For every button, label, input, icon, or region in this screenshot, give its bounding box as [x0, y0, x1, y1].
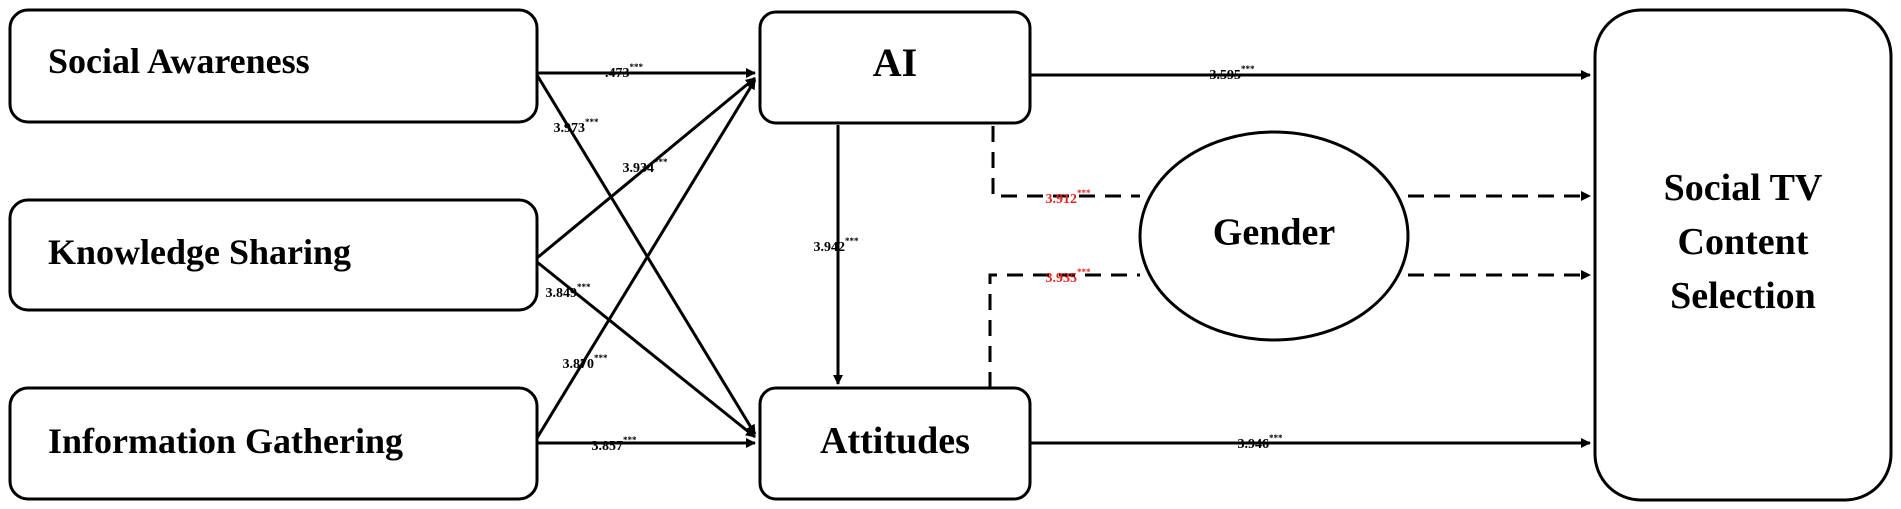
coef-ig-attitudes-value: 3.857	[592, 439, 624, 454]
node-outcome: Social TV Content Selection	[1593, 8, 1893, 502]
node-attitudes: Attitudes	[758, 386, 1032, 501]
coef-sa-attitudes: 3.973***	[554, 117, 600, 136]
coef-ks-attitudes-sig: ***	[577, 282, 591, 292]
edges	[535, 68, 1591, 448]
node-knowledge-sharing-label: Knowledge Sharing	[48, 232, 351, 272]
node-information-gathering-label: Information Gathering	[48, 421, 403, 461]
node-attitudes-label: Attitudes	[820, 420, 970, 462]
coef-ai-gender-sig: ***	[1077, 188, 1091, 198]
coef-sa-ai-sig: ***	[630, 62, 644, 72]
coef-attitudes-gender-sig: ***	[1077, 267, 1091, 277]
node-social-awareness-label: Social Awareness	[48, 41, 310, 81]
coef-attitudes-gender-value: 3.935	[1046, 271, 1078, 286]
coef-ks-ai: 3.934***	[623, 157, 669, 176]
coef-ig-ai: 3.870***	[563, 353, 609, 372]
coef-ai-attitudes: 3.942***	[814, 236, 860, 255]
coef-ig-ai-sig: ***	[594, 353, 608, 363]
coef-ks-attitudes: 3.849***	[546, 282, 592, 301]
node-knowledge-sharing: Knowledge Sharing	[8, 198, 539, 312]
coef-ai-gender-value: 3.912	[1046, 192, 1078, 207]
coef-attitudes-outcome-value: 3.946	[1238, 437, 1270, 452]
coef-ig-ai-value: 3.870	[563, 357, 595, 372]
coef-sa-attitudes-value: 3.973	[554, 121, 586, 136]
coef-ks-ai-value: 3.934	[623, 161, 655, 176]
node-ai-label: AI	[873, 40, 917, 85]
node-outcome-label-line3: Selection	[1670, 275, 1816, 317]
node-gender-label: Gender	[1213, 212, 1336, 254]
edge-ks-attitudes	[536, 260, 756, 439]
coef-ai-attitudes-sig: ***	[845, 236, 859, 246]
coef-ig-attitudes-sig: ***	[623, 435, 637, 445]
path-coefficients: .473*** 3.973*** 3.934*** 3.849*** 3.870…	[546, 62, 1284, 454]
coef-ai-outcome-value: 3.595	[1210, 68, 1242, 83]
coef-attitudes-outcome-sig: ***	[1269, 433, 1283, 443]
coef-attitudes-outcome: 3.946***	[1238, 433, 1284, 452]
edge-sa-attitudes	[535, 74, 757, 435]
node-outcome-label-line1: Social TV	[1664, 167, 1823, 209]
coef-ai-outcome: 3.595***	[1210, 64, 1256, 83]
node-gender: Gender	[1138, 130, 1410, 342]
coef-ai-attitudes-value: 3.942	[814, 240, 846, 255]
node-ai: AI	[758, 10, 1032, 125]
coef-sa-attitudes-sig: ***	[585, 117, 599, 127]
edge-ig-ai	[535, 79, 757, 439]
coef-ks-ai-sig: ***	[654, 157, 668, 167]
coef-sa-ai-value: .473	[605, 66, 630, 81]
edge-ai-gender-moderation	[991, 126, 1140, 198]
coef-attitudes-gender: 3.935***	[1046, 267, 1092, 286]
node-outcome-label-line2: Content	[1678, 221, 1809, 263]
coef-sa-ai: .473***	[605, 62, 644, 81]
coef-ig-attitudes: 3.857***	[592, 435, 638, 454]
coef-ks-attitudes-value: 3.849	[546, 286, 578, 301]
node-information-gathering: Information Gathering	[8, 386, 539, 501]
node-social-awareness: Social Awareness	[8, 8, 539, 124]
edge-attitudes-gender-moderation	[988, 273, 1140, 388]
edge-ks-ai	[536, 76, 756, 260]
coef-ai-outcome-sig: ***	[1241, 64, 1255, 74]
coef-ai-gender: 3.912***	[1046, 188, 1092, 207]
